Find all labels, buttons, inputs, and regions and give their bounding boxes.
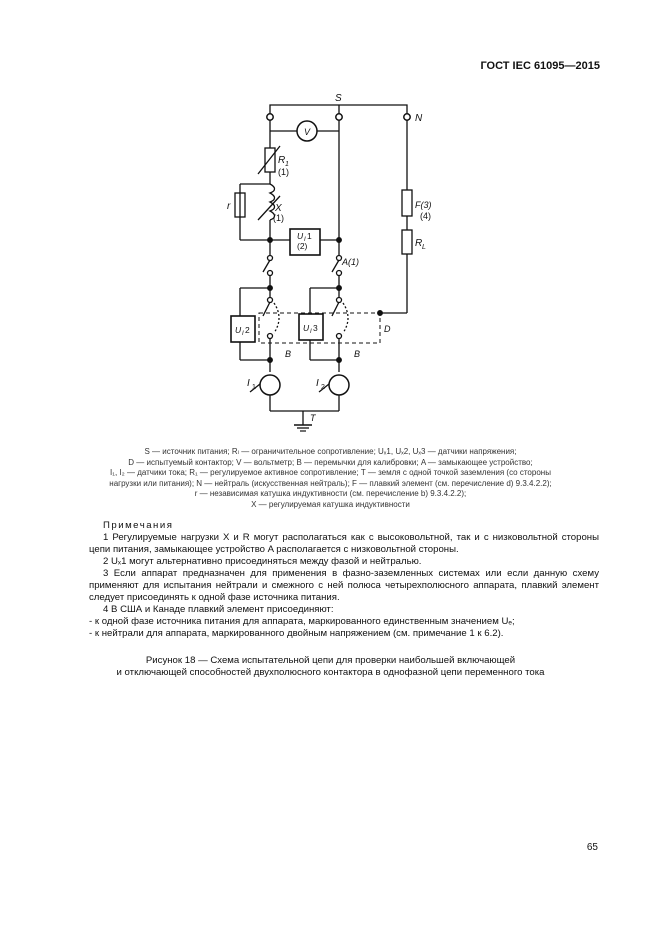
label-x-num: (1) bbox=[273, 213, 284, 223]
label-f-num: (4) bbox=[420, 211, 431, 221]
label-n: N bbox=[415, 113, 423, 124]
label-s: S bbox=[335, 93, 342, 104]
label-f: F(3) bbox=[415, 200, 432, 210]
legend-line: r — независимая катушка индуктивности (с… bbox=[194, 489, 467, 499]
label-v: V bbox=[304, 127, 311, 137]
label-i1: I bbox=[247, 378, 250, 389]
inductor-r bbox=[234, 192, 246, 218]
label-i2-sub: 2 bbox=[321, 384, 325, 391]
label-t: T bbox=[310, 413, 317, 423]
terminal-1 bbox=[266, 113, 274, 121]
label-a: A(1) bbox=[341, 257, 359, 267]
label-rl: R bbox=[415, 238, 422, 249]
standard-header: ГОСТ IEC 61095—2015 bbox=[480, 60, 600, 72]
label-u2-rest: 2 bbox=[245, 325, 250, 335]
page-number: 65 bbox=[586, 842, 598, 853]
inductor-x bbox=[268, 183, 276, 221]
label-r1-num: (1) bbox=[278, 167, 289, 177]
legend-line: нагрузки или питания); N — нейтраль (иск… bbox=[109, 478, 552, 488]
u2-sensor bbox=[230, 315, 256, 343]
label-u3-rest: 3 bbox=[313, 323, 318, 333]
label-u1-num: (2) bbox=[297, 241, 308, 251]
label-u2: U bbox=[235, 325, 242, 335]
current-sensor-i2 bbox=[328, 374, 350, 396]
label-i2: I bbox=[316, 378, 319, 389]
label-u3: U bbox=[303, 323, 310, 333]
figure-caption: Рисунок 18 — Схема испытательной цепи дл… bbox=[70, 655, 591, 679]
fuse-f bbox=[401, 189, 413, 217]
label-r1-sub: 1 bbox=[285, 161, 289, 168]
label-b2: B bbox=[354, 349, 360, 359]
note-item: 2 Uₓ1 могут альтернативно присоединяться… bbox=[103, 556, 422, 567]
note-item: 3 Если аппарат предназначен для применен… bbox=[89, 568, 599, 603]
u1-sensor bbox=[289, 228, 321, 256]
notes-title: Примечания bbox=[103, 520, 174, 531]
label-d: D bbox=[384, 324, 391, 334]
voltmeter-symbol bbox=[296, 120, 318, 142]
note-item: 1 Регулируемые нагрузки X и R могут расп… bbox=[89, 532, 599, 555]
label-x: X bbox=[274, 203, 282, 214]
label-b1: B bbox=[285, 349, 291, 359]
circuit-diagram: S N V R 1 (1) r X (1) U I 1 (2) A(1) F(3… bbox=[0, 0, 661, 440]
r1-adjust-arrow bbox=[257, 145, 281, 175]
label-r: r bbox=[227, 201, 231, 212]
resistor-rl bbox=[401, 229, 413, 255]
legend-line: X — регулируемая катушка индуктивности bbox=[251, 499, 410, 509]
notes-section: Примечания 1 Регулируемые нагрузки X и R… bbox=[89, 520, 599, 640]
r1-resistor bbox=[264, 147, 276, 173]
legend-line: D — испытуемый контактор; V — вольтметр;… bbox=[128, 457, 533, 467]
label-u1-sub: I bbox=[304, 237, 306, 243]
caption-line-1: Рисунок 18 — Схема испытательной цепи дл… bbox=[145, 655, 516, 666]
current-sensor-i1 bbox=[259, 374, 281, 396]
caption-line-2: и отключающей способностей двухполюсного… bbox=[116, 667, 545, 678]
contactor-boundary bbox=[258, 312, 381, 344]
legend-line: S — источник питания; Rₗ — ограничительн… bbox=[144, 447, 517, 456]
label-rl-sub: L bbox=[422, 244, 426, 251]
terminal-2 bbox=[335, 113, 343, 121]
note-bullet: - к одной фазе источника питания для апп… bbox=[89, 616, 515, 627]
label-u1: U bbox=[297, 231, 304, 241]
switch-a-right bbox=[331, 259, 340, 273]
note-item: 4 В США и Канаде плавкий элемент присоед… bbox=[103, 604, 334, 615]
legend-line: I₁, I₂ — датчики тока; R₁ — регулируемое… bbox=[110, 468, 551, 478]
label-u1-rest: 1 bbox=[307, 231, 312, 241]
label-i1-sub: 1 bbox=[252, 384, 256, 391]
switch-a-left bbox=[262, 259, 271, 273]
u3-sensor bbox=[298, 313, 324, 341]
terminal-n bbox=[403, 113, 411, 121]
label-u3-sub: I bbox=[310, 329, 312, 335]
legend: S — источник питания; Rₗ — ограничительн… bbox=[70, 447, 591, 511]
label-u2-sub: I bbox=[242, 331, 244, 337]
note-bullet: - к нейтрали для аппарата, маркированног… bbox=[89, 628, 504, 639]
label-r1: R bbox=[278, 155, 285, 166]
